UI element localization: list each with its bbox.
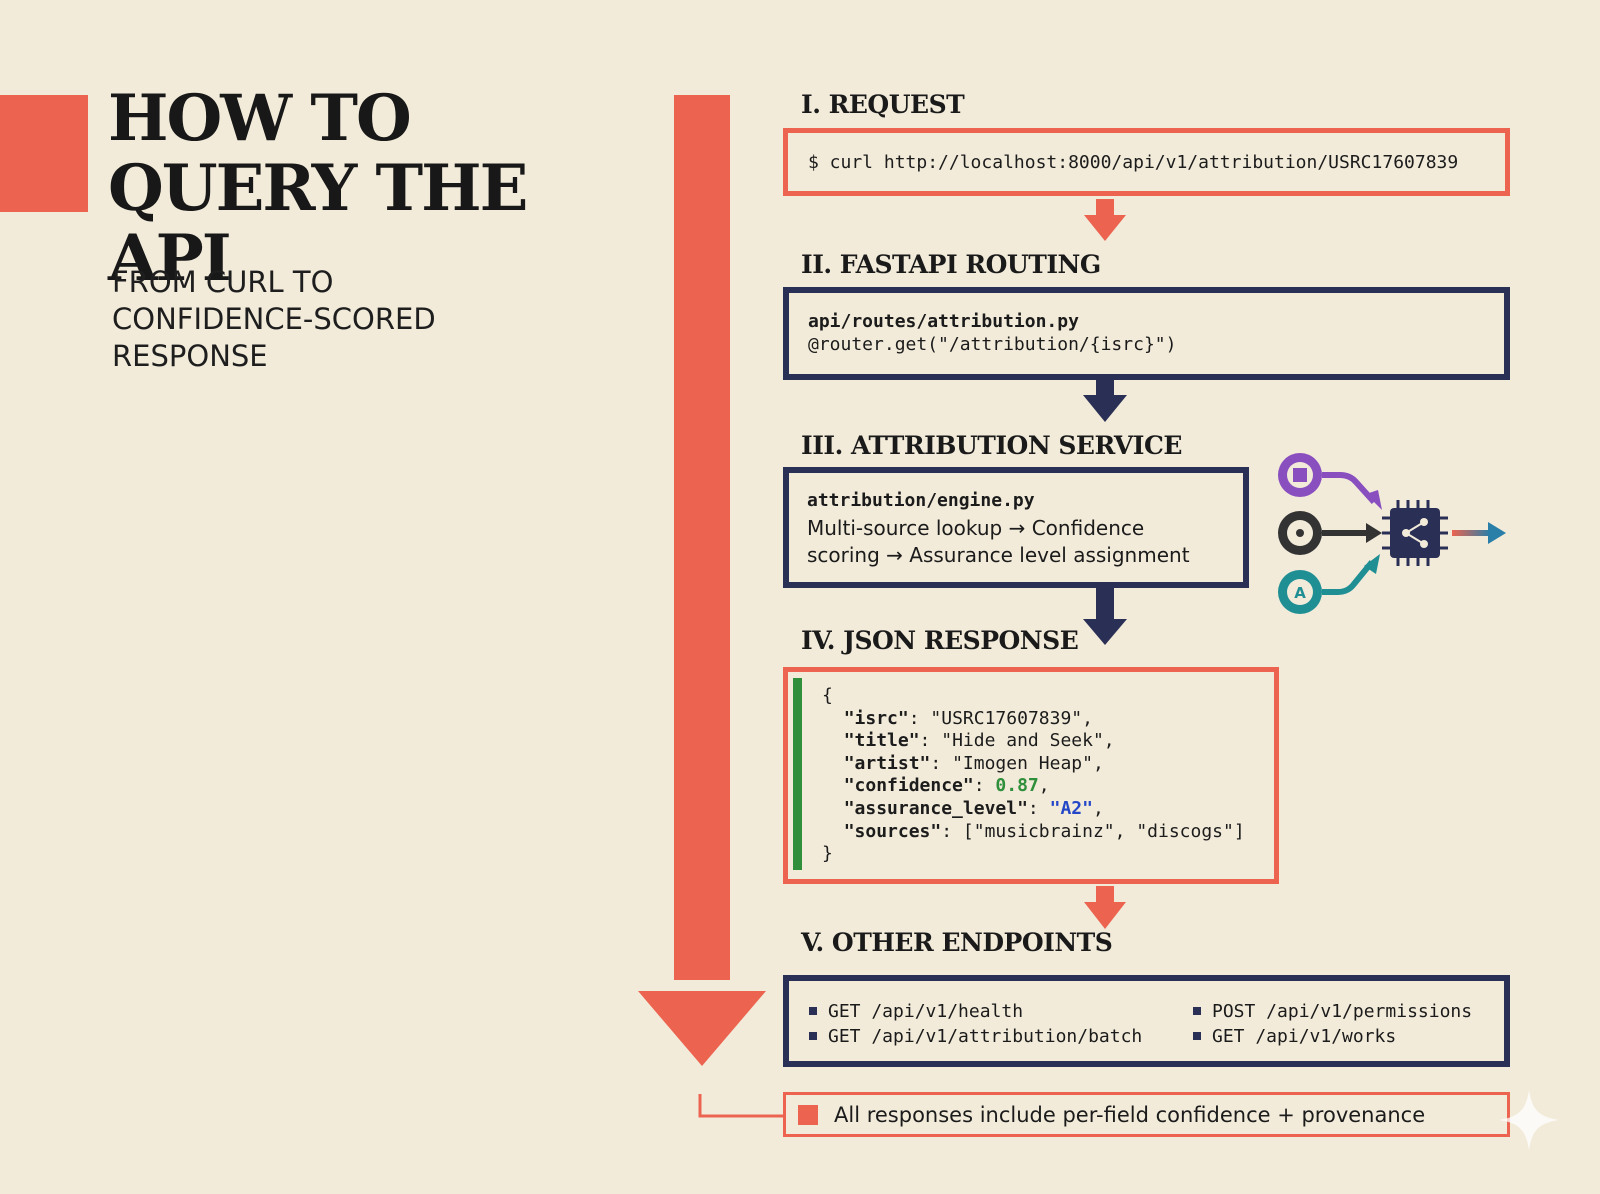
endpoint-item: GET /api/v1/health bbox=[809, 999, 1142, 1024]
json-accent-bar bbox=[793, 678, 802, 870]
page-title: HOW TO QUERY THE API bbox=[108, 81, 528, 296]
json-value-confidence: 0.87 bbox=[995, 775, 1039, 797]
json-code: { "isrc": "USRC17607839", "title": "Hide… bbox=[822, 685, 1245, 865]
footer-note-box: All responses include per-field confiden… bbox=[783, 1092, 1510, 1137]
connector-arrow-4 bbox=[1084, 886, 1126, 929]
json-open-brace: { bbox=[822, 685, 833, 706]
json-close-brace: } bbox=[822, 843, 833, 865]
json-key-artist: "artist" bbox=[843, 752, 931, 774]
routing-decorator: @router.get("/attribution/{isrc}") bbox=[808, 334, 1177, 355]
source-icons-diagram: A bbox=[1278, 453, 1506, 614]
endpoints-left-list: GET /api/v1/health GET /api/v1/attributi… bbox=[809, 999, 1142, 1049]
main-flow-arrow bbox=[638, 95, 766, 1066]
output-arrow-icon bbox=[1452, 522, 1506, 544]
json-value-sources: ["musicbrainz", "discogs"] bbox=[962, 820, 1245, 842]
endpoint-item: GET /api/v1/attribution/batch bbox=[809, 1024, 1142, 1049]
endpoint-item: POST /api/v1/permissions bbox=[1193, 999, 1472, 1024]
letter-a-source-icon: A bbox=[1278, 554, 1380, 614]
connector-arrow-1 bbox=[1084, 199, 1126, 241]
service-box: attribution/engine.py Multi-source looku… bbox=[783, 467, 1249, 588]
footer-square-icon bbox=[798, 1105, 818, 1125]
json-key-sources: "sources" bbox=[843, 820, 942, 842]
json-key-title: "title" bbox=[843, 730, 920, 752]
chip-network-icon bbox=[1382, 500, 1448, 566]
json-response-box: { "isrc": "USRC17607839", "title": "Hide… bbox=[783, 667, 1279, 884]
routing-file: api/routes/attribution.py bbox=[808, 311, 1079, 332]
json-key-isrc: "isrc" bbox=[843, 707, 909, 729]
sparkle-icon bbox=[1499, 1090, 1559, 1150]
json-key-assurance: "assurance_level" bbox=[843, 797, 1028, 819]
service-description: Multi-source lookup → Confidence scoring… bbox=[807, 516, 1190, 567]
endpoint-item: GET /api/v1/works bbox=[1193, 1024, 1472, 1049]
json-value-assurance: "A2" bbox=[1049, 797, 1093, 819]
step-service-heading: III. ATTRIBUTION SERVICE bbox=[801, 431, 1182, 460]
step-routing-heading: II. FASTAPI ROUTING bbox=[801, 250, 1101, 279]
svg-text:A: A bbox=[1294, 584, 1306, 602]
connector-arrow-2 bbox=[1083, 379, 1127, 422]
footer-note: All responses include per-field confiden… bbox=[834, 1103, 1426, 1127]
json-value-title: "Hide and Seek" bbox=[941, 730, 1104, 752]
curl-command: $ curl http://localhost:8000/api/v1/attr… bbox=[808, 152, 1459, 173]
title-accent-bar bbox=[0, 95, 88, 212]
endpoints-right-list: POST /api/v1/permissions GET /api/v1/wor… bbox=[1193, 999, 1472, 1049]
step-request-heading: I. REQUEST bbox=[801, 90, 965, 119]
page-subtitle: FROM CURL TO CONFIDENCE-SCORED RESPONSE bbox=[112, 265, 436, 373]
connector-arrow-3 bbox=[1083, 587, 1127, 645]
service-file: attribution/engine.py bbox=[807, 490, 1035, 511]
routing-box: api/routes/attribution.py @router.get("/… bbox=[783, 287, 1510, 380]
endpoints-box: GET /api/v1/health GET /api/v1/attributi… bbox=[783, 975, 1510, 1067]
json-value-isrc: "USRC17607839" bbox=[930, 707, 1083, 729]
vinyl-record-icon bbox=[1278, 511, 1382, 555]
json-key-confidence: "confidence" bbox=[843, 775, 974, 797]
json-value-artist: "Imogen Heap" bbox=[952, 752, 1093, 774]
request-box: $ curl http://localhost:8000/api/v1/attr… bbox=[783, 128, 1510, 196]
footer-connector bbox=[698, 1094, 783, 1118]
cube-source-icon bbox=[1278, 453, 1382, 510]
step-endpoints-heading: V. OTHER ENDPOINTS bbox=[801, 928, 1113, 957]
step-response-heading: IV. JSON RESPONSE bbox=[801, 626, 1079, 655]
